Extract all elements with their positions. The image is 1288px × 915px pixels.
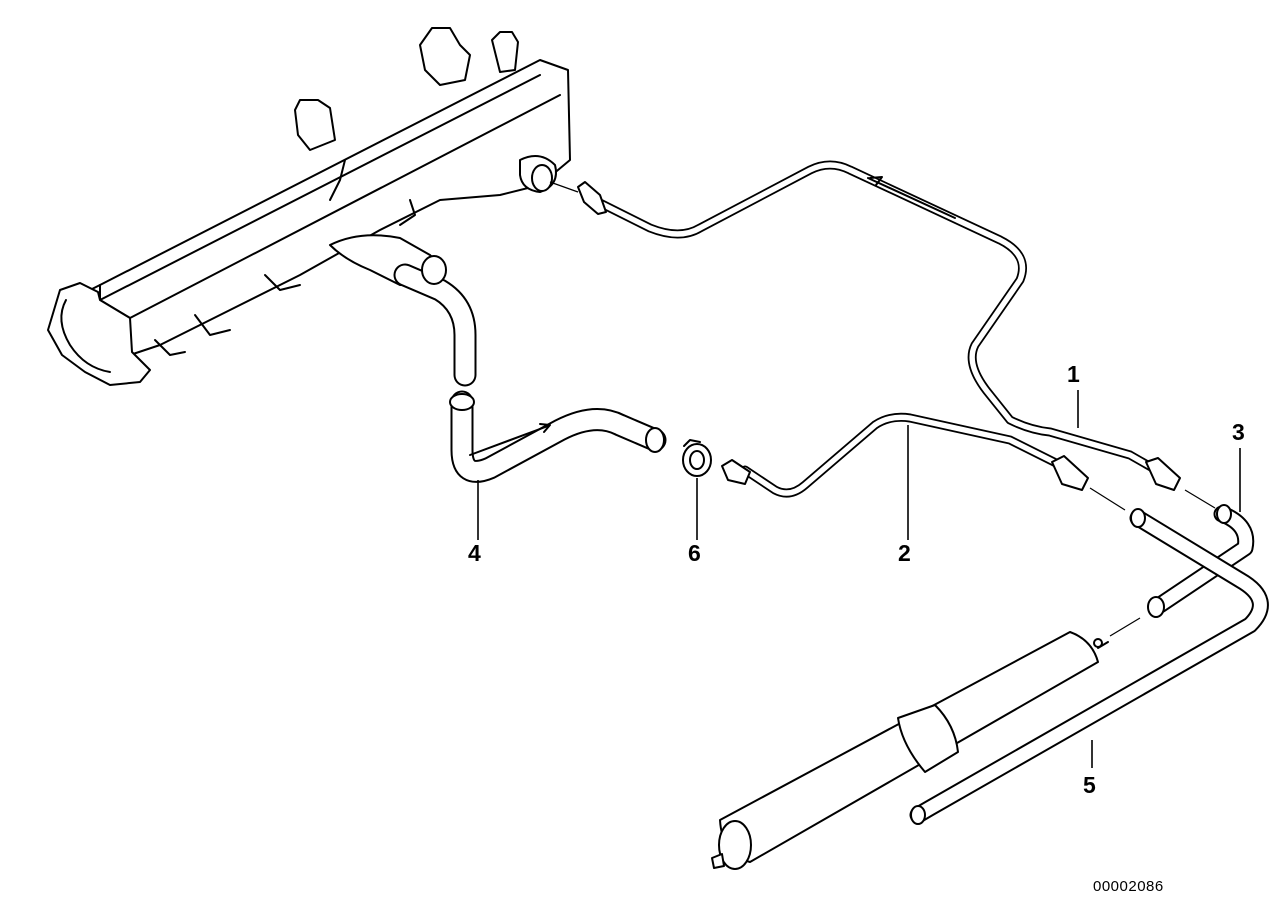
part-3-bent-hose <box>1147 504 1255 618</box>
callout-5: 5 <box>1083 772 1096 798</box>
part-4-formed-hose <box>449 390 667 483</box>
callout-4: 4 <box>468 540 481 566</box>
fuel-filter <box>711 617 1141 870</box>
part-1-fuel-line <box>549 160 1181 491</box>
part-6-hose-clamp <box>682 439 712 477</box>
callout-3: 3 <box>1232 419 1245 445</box>
fuel-rail-assembly <box>47 27 571 387</box>
callout-2: 2 <box>898 540 911 566</box>
document-number: 00002086 <box>1093 878 1164 895</box>
callout-6: 6 <box>688 540 701 566</box>
callout-1: 1 <box>1067 361 1080 387</box>
part-5-long-hose <box>909 508 1269 825</box>
part-2-fuel-line <box>721 412 1216 511</box>
leader-lines <box>477 390 1241 768</box>
